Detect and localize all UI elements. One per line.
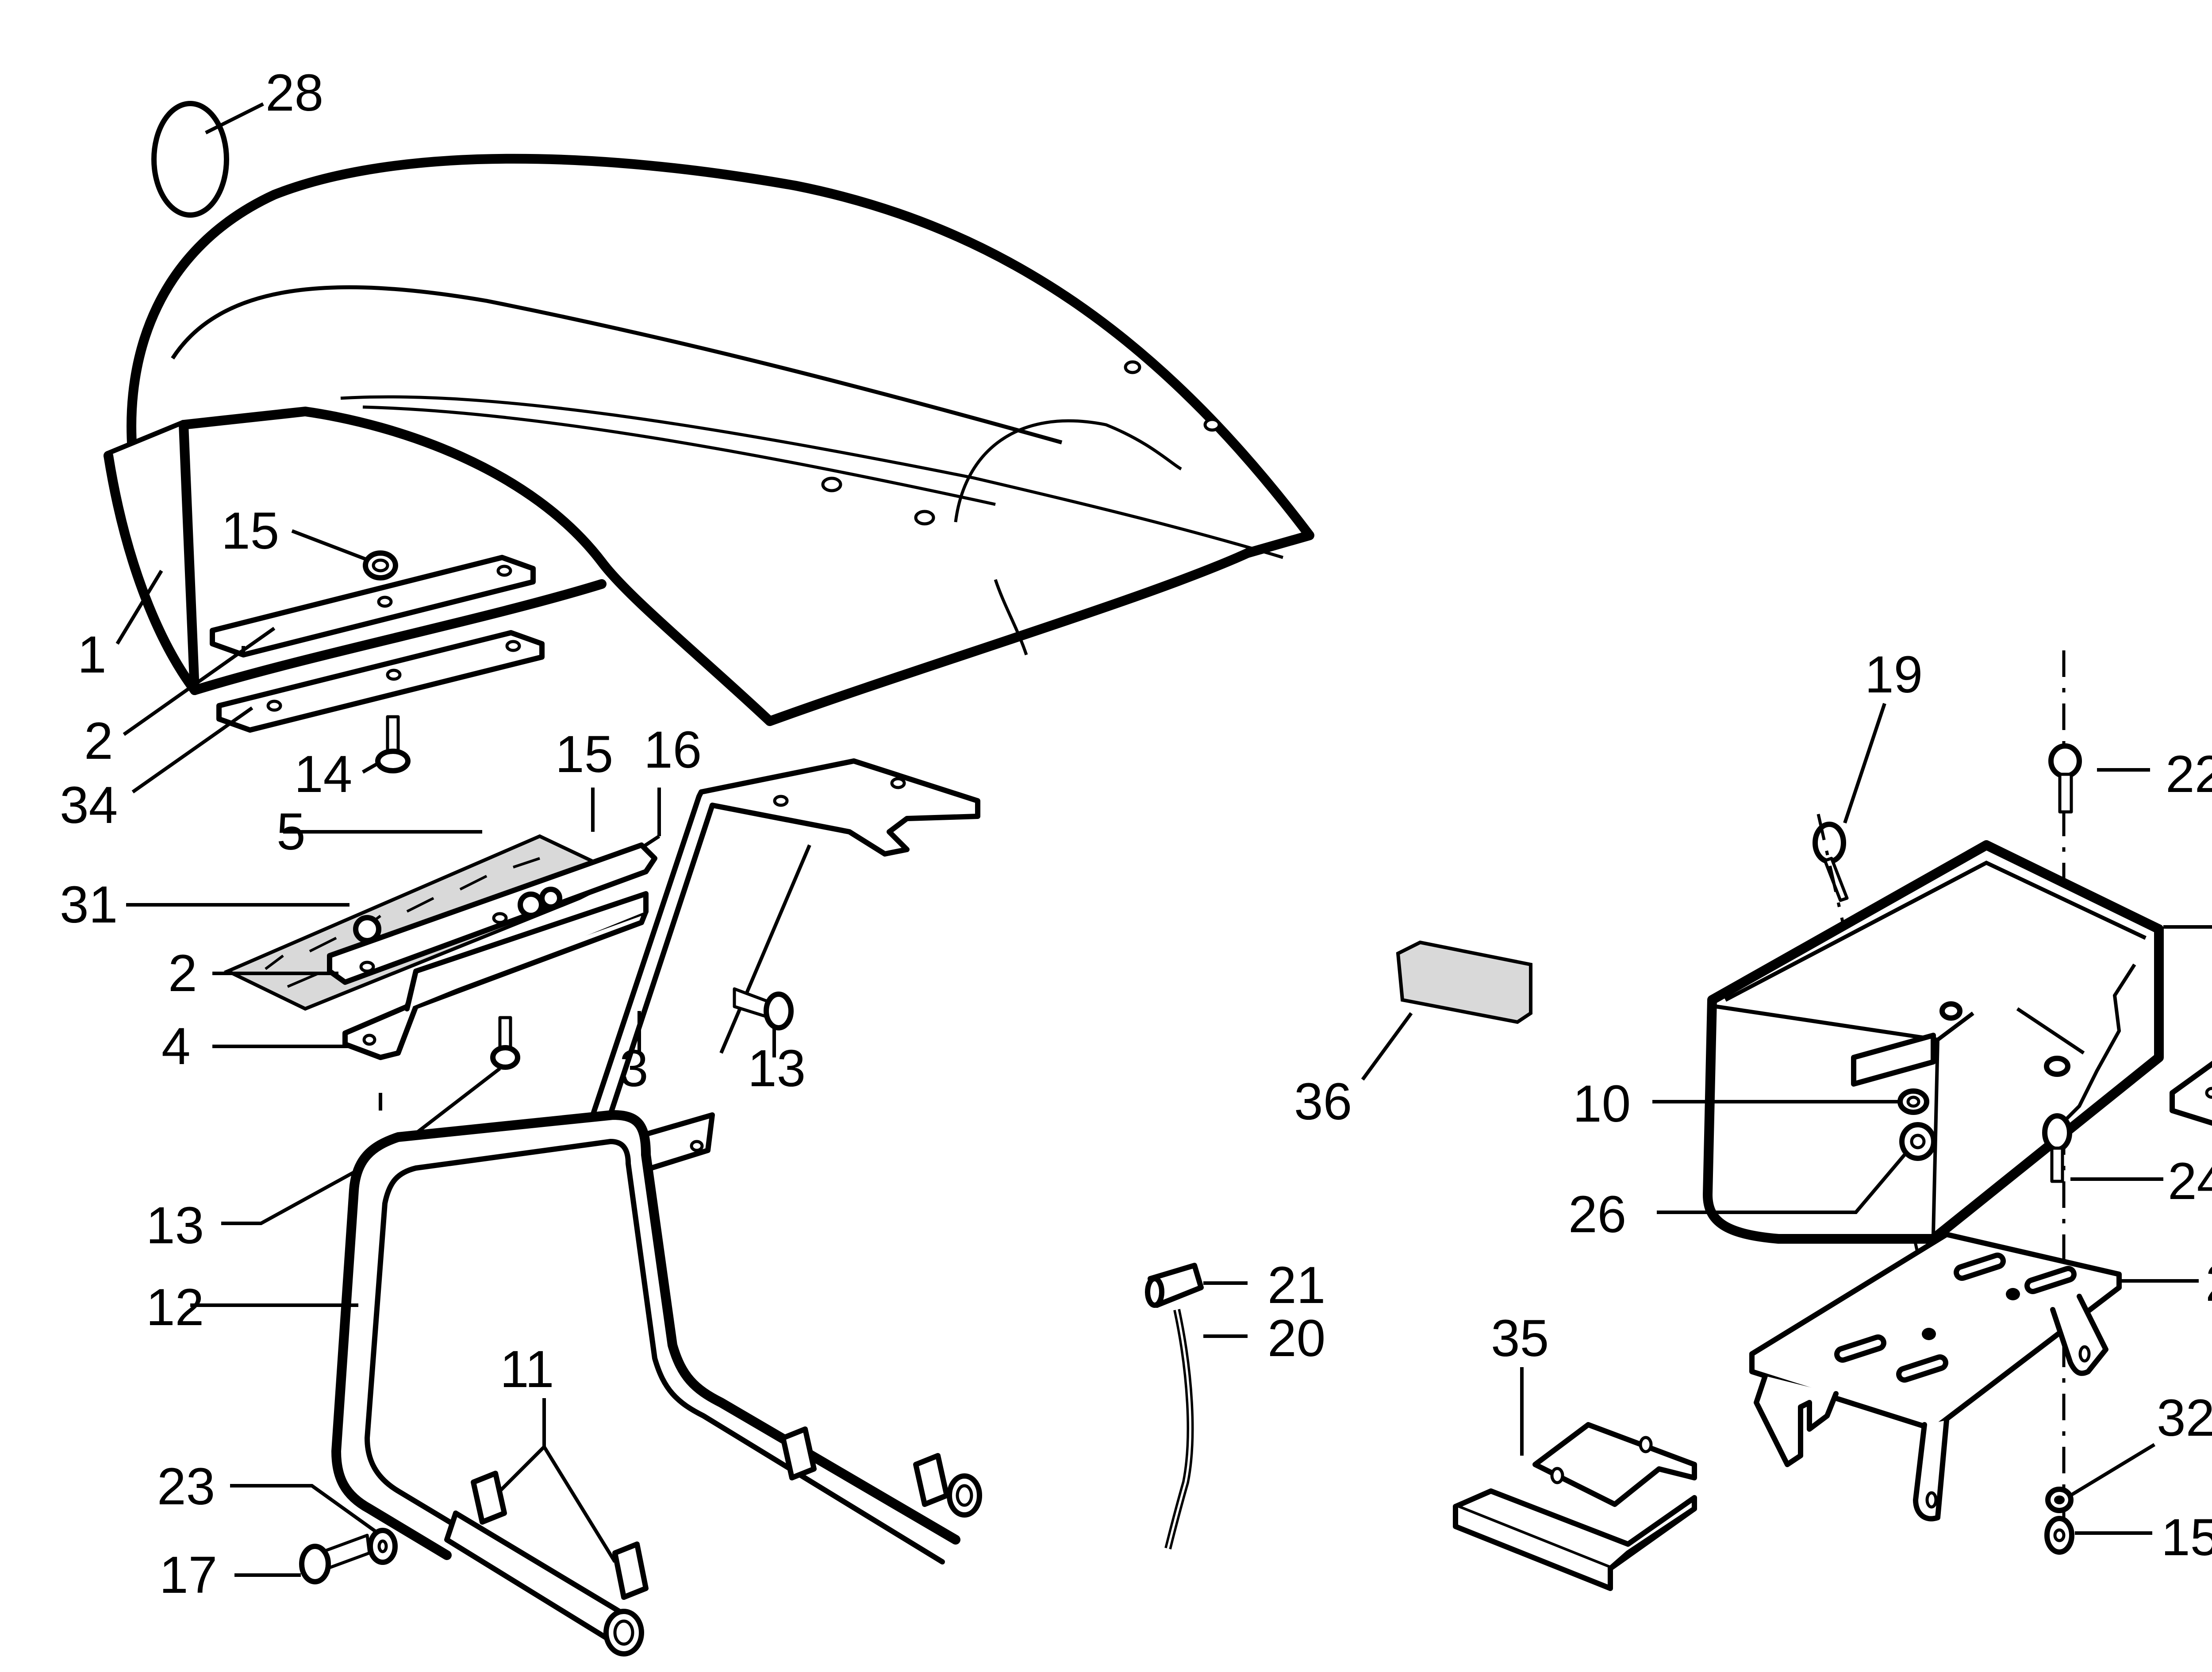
bolt-part-13-left: 13 bbox=[146, 1016, 520, 1255]
callout-25: 25 bbox=[2205, 1254, 2212, 1312]
nut-part-15-bottom: 15 bbox=[2044, 1508, 2212, 1567]
callout-15-top: 15 bbox=[221, 502, 279, 560]
strip-part-34: 34 bbox=[60, 630, 545, 834]
callout-12: 12 bbox=[146, 1278, 204, 1337]
strip-part-2-lower: 2 bbox=[168, 842, 657, 1003]
nut-part-26: 26 bbox=[1568, 1122, 1936, 1244]
callout-11: 11 bbox=[500, 1340, 554, 1399]
cable-part-20: 20 bbox=[1164, 1309, 1325, 1549]
callout-35: 35 bbox=[1491, 1309, 1549, 1368]
tube-frame-part-12: 12 bbox=[146, 1110, 982, 1657]
decal-part-28: 28 bbox=[151, 64, 323, 218]
callout-14: 14 bbox=[294, 745, 352, 803]
callout-4: 4 bbox=[161, 1017, 191, 1076]
washer-part-10: 10 bbox=[1573, 1075, 1929, 1133]
callout-13-left: 13 bbox=[146, 1196, 204, 1255]
nut-part-15-middle: 15 bbox=[555, 725, 613, 832]
callout-2-upper: 2 bbox=[84, 712, 113, 770]
callout-26: 26 bbox=[1568, 1185, 1626, 1244]
connector-part-21: 21 bbox=[1145, 1256, 1325, 1315]
callout-23-left: 23 bbox=[157, 1457, 215, 1516]
mounting-lugs-part-11: 11 bbox=[499, 1340, 617, 1563]
nut-part-15-top: 15 bbox=[221, 502, 398, 580]
callout-31: 31 bbox=[60, 876, 118, 934]
mounting-plate-part-25: 25 bbox=[1749, 1232, 2212, 1522]
fender-part-1: 1 bbox=[77, 154, 1314, 726]
strip-part-2-upper: 2 bbox=[84, 555, 536, 770]
callout-20: 20 bbox=[1267, 1309, 1325, 1368]
bolt-part-14: 14 bbox=[294, 715, 411, 803]
callout-19: 19 bbox=[1865, 646, 1923, 704]
callout-21: 21 bbox=[1267, 1256, 1325, 1315]
washer-part-23-left: 23 bbox=[157, 1457, 398, 1565]
step-mat-part-31: 31 bbox=[60, 876, 349, 934]
washer-part-32: 32 bbox=[2045, 1389, 2212, 1513]
callout-15-bottom: 15 bbox=[2161, 1508, 2212, 1567]
callout-3: 3 bbox=[619, 1039, 649, 1098]
callout-15-middle: 15 bbox=[555, 725, 613, 784]
foam-pad-part-36: 36 bbox=[1294, 940, 1532, 1131]
clip-bracket-part-35: 35 bbox=[1453, 1309, 1697, 1591]
callout-10: 10 bbox=[1573, 1075, 1631, 1133]
callout-28: 28 bbox=[265, 64, 323, 122]
bolt-part-13-right: 13 bbox=[733, 987, 806, 1098]
callout-36: 36 bbox=[1294, 1072, 1352, 1131]
screw-part-19: 19 bbox=[1813, 646, 1926, 1284]
callout-16: 16 bbox=[644, 721, 702, 779]
plate-part-3: 3 bbox=[619, 1011, 649, 1098]
callout-24: 24 bbox=[2168, 1152, 2212, 1211]
bolt-part-17: 17 bbox=[159, 1534, 371, 1604]
callout-5: 5 bbox=[276, 803, 306, 861]
step-bracket-part-4: 4 bbox=[161, 891, 649, 1076]
callout-13-right: 13 bbox=[748, 1039, 806, 1098]
stud-part-24: 24 bbox=[2042, 1113, 2212, 1211]
pad-part-30: 30 bbox=[2170, 1061, 2212, 1126]
callout-32: 32 bbox=[2157, 1389, 2212, 1447]
callout-34: 34 bbox=[60, 776, 118, 834]
callout-22: 22 bbox=[2166, 745, 2212, 803]
callout-17: 17 bbox=[159, 1546, 217, 1604]
callout-1: 1 bbox=[77, 626, 107, 684]
callout-2-lower: 2 bbox=[168, 944, 197, 1003]
